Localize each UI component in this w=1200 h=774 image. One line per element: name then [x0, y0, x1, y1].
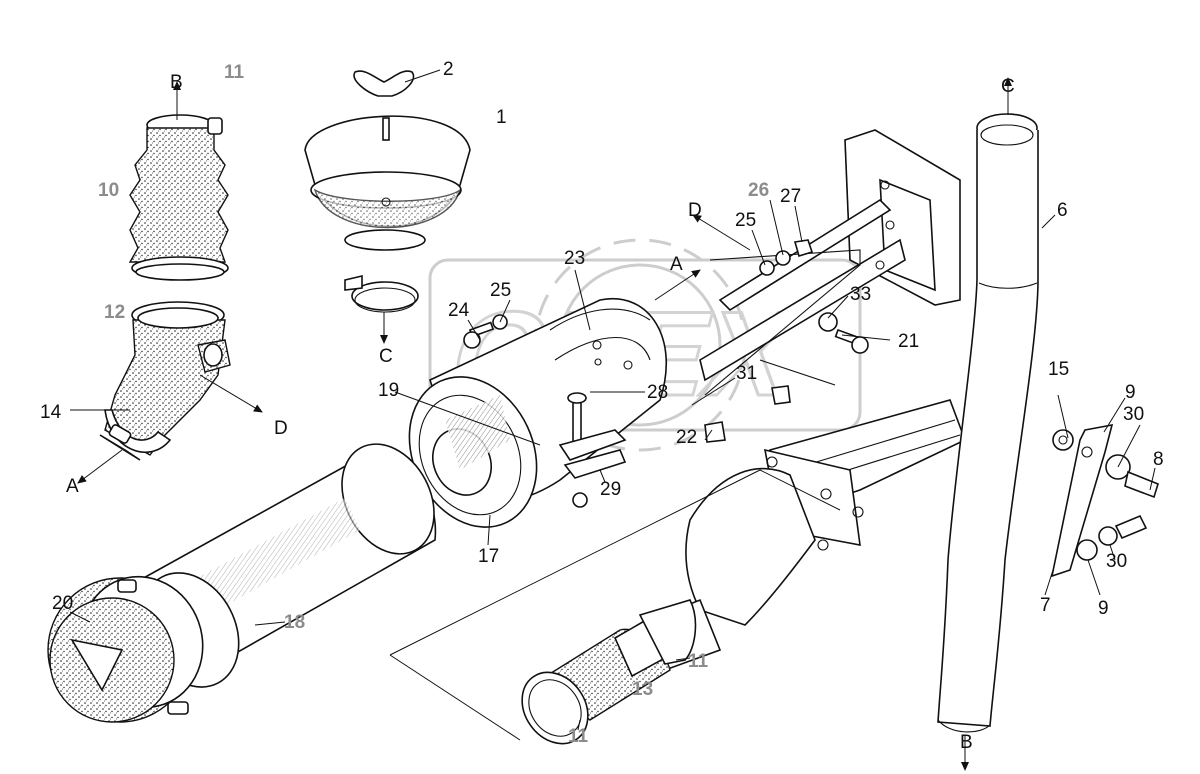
part-labels: 1 2 6 7 8 9 9 10 11 11 11 12 13 14 15 17…	[40, 59, 1164, 747]
label-part-11-right: 11	[688, 651, 709, 672]
connection-labels: A A B B C C D D	[66, 72, 1015, 753]
fasteners-right	[463, 239, 869, 443]
hose-clamp-cap	[344, 274, 419, 313]
label-part-19: 19	[378, 380, 399, 401]
label-part-28: 28	[647, 382, 668, 403]
label-part-13: 13	[632, 679, 653, 700]
label-connection-d-elbow: D	[274, 418, 288, 439]
label-part-18: 18	[284, 612, 305, 633]
label-part-30-bottom: 30	[1106, 551, 1127, 572]
label-part-31: 31	[736, 363, 757, 384]
axle-spring-assembly	[649, 399, 967, 672]
label-part-2: 2	[443, 59, 454, 80]
label-connection-b-pipe: B	[960, 732, 973, 753]
label-part-11-bottom: 11	[568, 726, 589, 747]
leader-lines	[69, 199, 1156, 731]
label-part-12: 12	[104, 302, 125, 323]
label-part-7: 7	[1040, 595, 1051, 616]
strap-bracket	[1050, 423, 1159, 578]
label-connection-c-cap: C	[379, 346, 393, 367]
label-part-24: 24	[448, 300, 470, 321]
label-part-10: 10	[98, 180, 119, 201]
chassis-frame-beam	[699, 129, 961, 396]
intake-pipe	[937, 113, 1039, 733]
label-part-11-top: 11	[224, 62, 245, 83]
label-part-33: 33	[850, 284, 871, 305]
filter-element	[138, 443, 437, 688]
label-connection-c-pipe: C	[1001, 76, 1015, 97]
label-part-8: 8	[1153, 449, 1164, 470]
label-part-14: 14	[40, 402, 62, 423]
connection-arrows	[77, 77, 1012, 771]
label-part-25-right: 25	[735, 210, 756, 231]
label-connection-a-elbow: A	[66, 476, 79, 497]
label-part-6: 6	[1057, 200, 1068, 221]
wing-nut	[353, 69, 441, 97]
label-part-25-left: 25	[490, 280, 511, 301]
mounting-bolt-bracket	[558, 392, 627, 508]
label-connection-d-bracket: D	[688, 200, 702, 221]
air-filter-cap	[304, 115, 471, 251]
intake-elbow	[99, 301, 231, 461]
label-part-22: 22	[676, 427, 697, 448]
label-part-20: 20	[52, 593, 73, 614]
label-part-17: 17	[478, 546, 499, 567]
label-part-30-top: 30	[1123, 404, 1144, 425]
label-part-9-bottom: 9	[1098, 598, 1109, 619]
label-part-26: 26	[748, 180, 769, 201]
assembly-guide-lines	[389, 469, 841, 741]
label-part-27: 27	[780, 186, 801, 207]
label-part-9-top: 9	[1125, 382, 1136, 403]
label-part-1: 1	[496, 107, 507, 128]
label-part-23: 23	[564, 248, 585, 269]
label-connection-a-housing: A	[670, 254, 683, 275]
label-part-21: 21	[898, 331, 919, 352]
label-connection-b-bellows: B	[170, 72, 183, 93]
filter-housing	[408, 297, 668, 528]
lower-hose	[521, 599, 697, 745]
label-part-29: 29	[600, 479, 621, 500]
label-part-15: 15	[1048, 359, 1069, 380]
filter-end-cap	[47, 575, 204, 723]
rubber-bellows	[128, 114, 229, 281]
